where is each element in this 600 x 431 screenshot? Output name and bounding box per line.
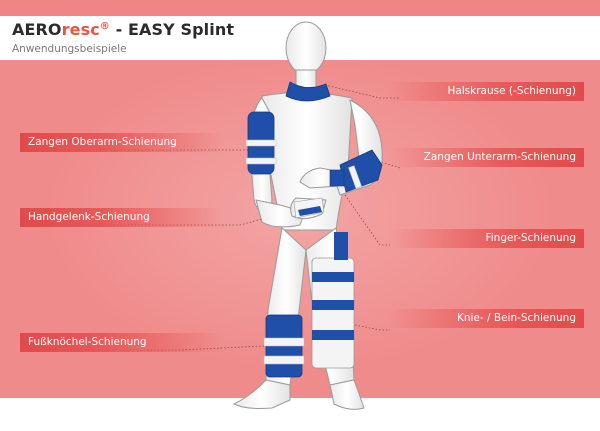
page-subtitle: Anwendungsbeispiele <box>12 43 127 55</box>
leader-finger <box>344 194 390 246</box>
page-title: AEROresc® - EASY Splint <box>12 20 234 39</box>
figure-left-foot <box>232 379 291 409</box>
leader-knie-bein <box>354 324 390 331</box>
label-finger: Finger-Schienung <box>390 229 584 248</box>
title-brand-aero: AERO <box>12 20 62 39</box>
splint-handgelenk-blue <box>298 206 322 216</box>
label-zangen-unterarm: Zangen Unterarm-Schienung <box>390 148 584 167</box>
splints <box>245 81 383 378</box>
splint-bein-band-3 <box>312 330 354 340</box>
title-product: - EASY Splint <box>109 20 235 39</box>
splint-knoechel-strap-1 <box>263 337 305 347</box>
splint-bein-top <box>334 232 348 260</box>
registered-mark: ® <box>99 21 110 32</box>
splint-oberarm-strap-2 <box>245 157 277 165</box>
figure-head <box>285 21 327 75</box>
splint-bein-band-2 <box>312 300 354 310</box>
bottom-margin <box>0 398 600 431</box>
figure-neck <box>295 69 317 89</box>
splint-knoechel-strap-2 <box>263 355 305 365</box>
label-fussknoechel: Fußknöchel-Schienung <box>20 333 224 352</box>
label-zangen-oberarm: Zangen Oberarm-Schienung <box>20 133 224 152</box>
splint-bein-band-1 <box>312 272 354 282</box>
splint-unterarm-strap <box>348 165 362 189</box>
leader-halskrause <box>324 84 400 99</box>
splint-knie-bein <box>311 257 355 369</box>
label-knie-bein: Knie- / Bein-Schienung <box>388 309 584 328</box>
splint-oberarm-strap-1 <box>245 139 277 147</box>
splint-finger <box>329 169 345 187</box>
label-halskrause: Halskrause (-Schienung) <box>388 82 584 101</box>
splint-zangen-unterarm <box>339 149 383 193</box>
title-brand-resc: resc <box>61 20 100 39</box>
splint-halskrause <box>285 81 331 102</box>
top-color-strip <box>0 0 600 16</box>
label-handgelenk: Handgelenk-Schienung <box>20 208 224 227</box>
figure-right-foot <box>329 379 365 410</box>
